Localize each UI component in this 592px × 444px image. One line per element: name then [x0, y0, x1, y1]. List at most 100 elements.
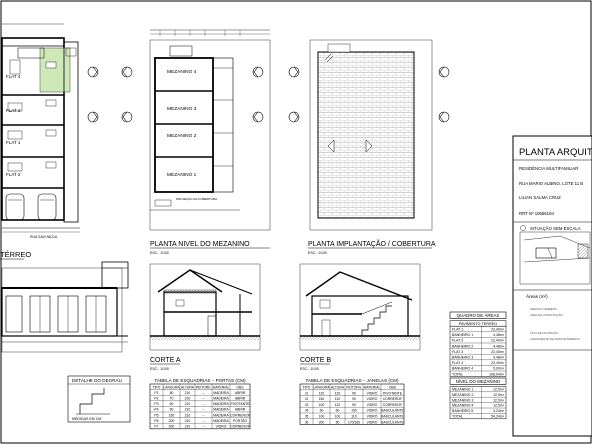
area-row-value: 22,40m² — [491, 350, 505, 354]
table-cell: 100 — [335, 415, 341, 419]
table-cell: J4 — [305, 409, 309, 413]
area-row-label: FLAT 1 — [452, 328, 463, 332]
table-cell: 210 — [185, 408, 191, 412]
area-row-label: MEZANINO 1 — [452, 388, 473, 392]
table-cell: – — [203, 402, 205, 406]
table-header-cell: ALTURA — [181, 385, 195, 389]
table-cell: ABRIR — [235, 391, 246, 395]
step-detail-title: DETALHE DO DEGRAU — [72, 378, 122, 383]
table-title: TABELA DE ESQUADRIAS – JANELAS (CM) — [305, 378, 399, 383]
area-row-value: 22,40m² — [491, 328, 505, 332]
table-cell: P3 — [154, 402, 158, 406]
table-cell: 90 — [170, 408, 174, 412]
table-cell: 150 — [319, 397, 325, 401]
section-marker — [438, 66, 450, 123]
table-cell: PORTÃO — [233, 418, 248, 423]
area-row-label: BANHEIRO 4 — [452, 367, 473, 371]
table-cell: 120 — [335, 403, 341, 407]
table-cell: 90 — [352, 391, 356, 395]
table-cell: 100 — [319, 415, 325, 419]
table-cell: BASCULANTE — [381, 420, 404, 424]
room-label: MEZANINO 2 — [167, 133, 197, 139]
area-row-value: 12,5m² — [493, 393, 505, 397]
table-header-cell: OBS — [389, 386, 397, 390]
area-row-label: BANHEIRO 5 — [452, 409, 473, 413]
area-row-label: BANHEIRO 3 — [452, 356, 473, 360]
table-cell: VIDRO — [367, 391, 378, 395]
table-cell: BASCULANTE — [381, 409, 404, 413]
area-row-label: MEZANINO 3 — [452, 398, 473, 402]
unit-label: FLAT 2 — [6, 172, 21, 177]
table-cell: 50 — [336, 420, 340, 424]
section-b-scale: ESC.: 1/100 — [300, 367, 319, 371]
table-header-cell: PEITORIL — [196, 385, 212, 389]
table-cell: ABRIR — [235, 397, 246, 401]
table-cell: MADEIRA — [213, 402, 229, 406]
table-cell: P4 — [154, 408, 158, 412]
table-cell: MADEIRA — [213, 419, 229, 423]
table-cell: MADEIRA — [213, 391, 229, 395]
table-cell: 210 — [185, 419, 191, 423]
projection-note: PROJEÇÃO DA COBERTURA — [176, 196, 217, 201]
table-cell: 150 — [351, 409, 357, 413]
rrt-number: RRT Nº 10656184 — [519, 211, 554, 216]
table-header-cell: PEITORIL — [346, 386, 362, 390]
table-cell: MADEIRA — [213, 408, 229, 412]
area-row-label: BANHEIRO 2 — [452, 344, 473, 348]
area-row-label: MEZANINO 4 — [452, 404, 473, 408]
table-title: QUADRO DE ÁREAS — [457, 313, 500, 318]
table-cell: MADEIRA — [213, 413, 229, 417]
author-name: LILIAN SALMA CRUZ — [519, 195, 561, 200]
north-icon — [520, 225, 526, 231]
table-cell: – — [203, 419, 205, 423]
table-header-cell: TIPO — [303, 386, 311, 390]
table-cell: 120 — [335, 391, 341, 395]
table-header-cell: MATERIAL — [213, 385, 230, 389]
area-row-label: MEZANINO 2 — [452, 393, 473, 397]
table-cell: – — [203, 408, 205, 412]
table-cell: VIDRO — [216, 425, 227, 429]
project-name: RESIDÊNCIA MULTIFAMILIAR — [519, 166, 578, 171]
title-block — [512, 135, 592, 437]
table-cell: J3 — [305, 403, 309, 407]
table-title: NÍVEL DO MEZANINO — [456, 379, 501, 384]
mezzanine-scale: ESC.: 1/100 — [150, 251, 169, 255]
area-row-value: 22,40m² — [491, 361, 505, 365]
roof-plan-scale: ESC.: 1/100 — [308, 251, 327, 255]
table-cell: CORRER/2F — [230, 425, 250, 429]
table-cell: ABRIR — [235, 408, 246, 412]
table-cell: 60 — [320, 409, 324, 413]
table-cell: 60 — [170, 402, 174, 406]
room-label: MEZANINO 1 — [167, 172, 197, 178]
mezzanine-title: PLANTA NIVEL DO MEZANINO — [150, 241, 250, 248]
table-cell: PIVOTANTE — [231, 402, 251, 406]
table-cell: – — [203, 397, 205, 401]
table-cell: MADEIRA — [213, 397, 229, 401]
unit-label: FLAT 4 — [6, 74, 21, 79]
areas-label: Áreas (m²) — [526, 293, 548, 299]
table-cell: VIDRO — [367, 420, 378, 424]
table-header-cell: OBS — [236, 385, 244, 389]
area-row-value: 12,5m² — [493, 398, 505, 402]
section-marker — [87, 66, 133, 123]
unit-label: FLAT 1 — [6, 140, 21, 145]
table-cell: 200 — [319, 420, 325, 424]
table-cell: P6 — [154, 419, 158, 423]
table-cell: J1 — [305, 391, 309, 395]
room-label: MEZANINO 3 — [167, 106, 197, 112]
unit-label: FLAT 2 — [6, 108, 21, 113]
table-cell: CORRER/2F — [230, 413, 250, 417]
area-row-value: 54,24m² — [491, 415, 505, 419]
table-cell: CORRER/2F — [383, 397, 403, 401]
table-cell: – — [203, 391, 205, 395]
section-b-title: CORTE B — [300, 357, 331, 364]
table-cell: VIDRO — [367, 403, 378, 407]
table-cell: P2 — [154, 397, 158, 401]
table-cell: 90 — [352, 403, 356, 407]
table-header-cell: LARGURA — [163, 385, 180, 389]
table-cell: 210 — [185, 425, 191, 429]
